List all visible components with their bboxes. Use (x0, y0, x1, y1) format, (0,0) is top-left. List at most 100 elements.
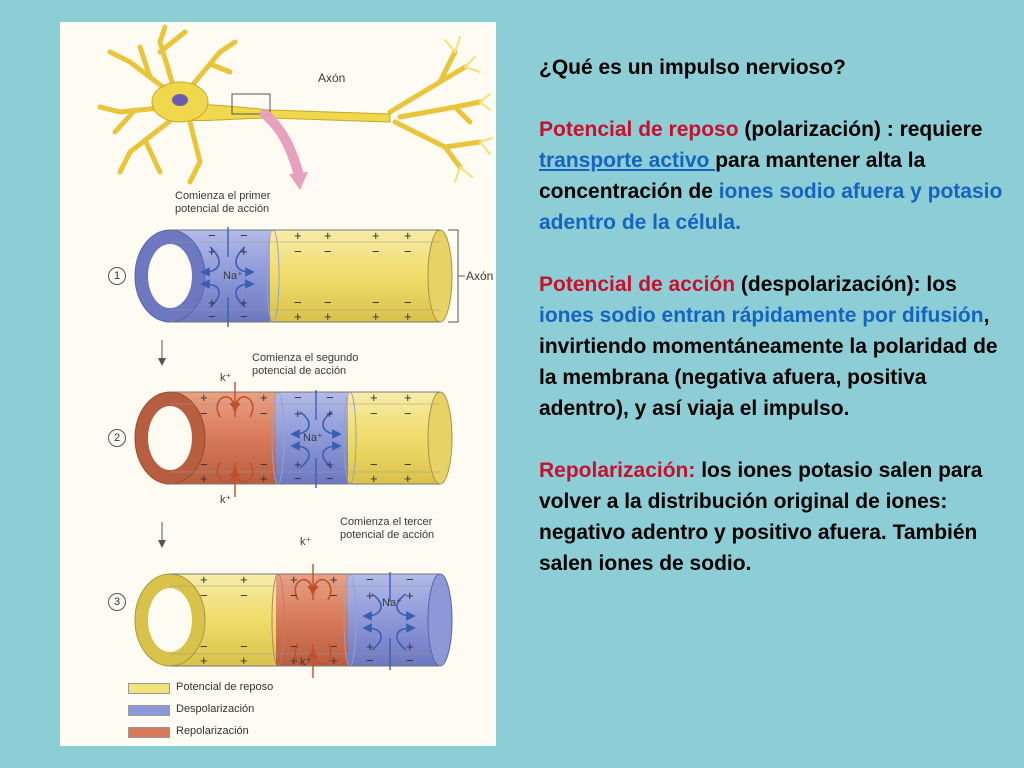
step3-caption-line2: potencial de acción (340, 529, 435, 541)
axon-side-label: Axón (466, 269, 494, 283)
svg-text:+: + (406, 639, 414, 654)
svg-text:+: + (372, 228, 380, 243)
svg-text:−: − (324, 244, 332, 259)
svg-text:+: + (406, 588, 414, 603)
svg-text:+: + (240, 653, 248, 668)
legend-label-despolarizacion: Despolarización (176, 703, 255, 715)
step2-caption: Comienza el segundo potencial de acción (252, 352, 358, 378)
transporte-activo-link[interactable]: transporte activo (539, 149, 716, 172)
svg-text:−: − (240, 639, 248, 654)
step-number-2: 2 (108, 429, 126, 447)
svg-text:−: − (200, 588, 208, 603)
svg-text:−: − (370, 406, 378, 421)
svg-text:−: − (294, 244, 302, 259)
svg-text:−: − (200, 639, 208, 654)
diagram-graphics: −−++++ ++−−−− ++−−−− −−++++ (97, 24, 493, 678)
svg-text:+: + (372, 309, 380, 324)
term-reposo: Potencial de reposo (539, 118, 739, 141)
svg-text:−: − (404, 244, 412, 259)
svg-text:+: + (294, 457, 302, 472)
term-repolarizacion: Repolarización: (539, 459, 696, 482)
legend-swatch-despolarizacion (128, 705, 170, 716)
svg-text:+: + (260, 471, 268, 486)
title-text: ¿Qué es un impulso nervioso? (539, 56, 846, 79)
svg-text:+: + (370, 471, 378, 486)
legend-swatch-reposo (128, 683, 170, 694)
step-number-1: 1 (108, 267, 126, 285)
accion-text-2: , invirtiendo momentáneamente la polarid… (539, 304, 998, 420)
axon-step-3: ++++−− −−−−++ −−−−++ ++++−− (134, 564, 453, 678)
svg-text:+: + (290, 572, 298, 587)
svg-text:+: + (324, 309, 332, 324)
reposo-text-1: (polarización) : requiere (738, 118, 983, 141)
neuron-illustration (97, 24, 493, 190)
svg-text:−: − (326, 390, 334, 405)
svg-text:−: − (324, 295, 332, 310)
svg-text:−: − (406, 572, 414, 587)
svg-text:−: − (330, 639, 338, 654)
svg-text:−: − (208, 309, 216, 324)
svg-text:+: + (326, 457, 334, 472)
term-accion: Potencial de acción (539, 273, 736, 296)
slide-title: ¿Qué es un impulso nervioso? (539, 52, 1009, 83)
svg-text:+: + (240, 295, 248, 310)
svg-text:−: − (294, 471, 302, 486)
svg-text:+: + (200, 390, 208, 405)
svg-text:−: − (370, 457, 378, 472)
svg-text:+: + (294, 406, 302, 421)
step-number-3: 3 (108, 593, 126, 611)
step3-caption: Comienza el tercer potencial de acción (340, 516, 434, 542)
legend-label-repolarizacion: Repolarización (176, 725, 249, 737)
svg-text:−: − (406, 653, 414, 668)
svg-text:−: − (200, 457, 208, 472)
svg-text:+: + (330, 572, 338, 587)
svg-text:−: − (240, 228, 248, 243)
neuron-diagram: −−++++ ++−−−− ++−−−− −−++++ (60, 22, 496, 746)
svg-text:+: + (366, 588, 374, 603)
k-ion-label-3b: k⁺ (300, 656, 312, 668)
svg-text:−: − (372, 295, 380, 310)
step1-caption-line1: Comienza el primer (175, 190, 271, 202)
k-ion-label-2a: k⁺ (220, 372, 232, 384)
svg-text:+: + (200, 653, 208, 668)
svg-text:−: − (366, 653, 374, 668)
svg-text:−: − (404, 295, 412, 310)
step2-caption-line2: potencial de acción (252, 365, 347, 377)
svg-text:−: − (372, 244, 380, 259)
svg-text:−: − (260, 406, 268, 421)
svg-text:−: − (200, 406, 208, 421)
svg-text:+: + (294, 228, 302, 243)
svg-text:−: − (290, 588, 298, 603)
svg-text:−: − (294, 390, 302, 405)
svg-text:−: − (208, 228, 216, 243)
na-ion-label-1: Na⁺ (223, 270, 243, 282)
svg-text:−: − (404, 406, 412, 421)
paragraph-accion: Potencial de acción (despolarización): l… (539, 269, 1009, 424)
svg-text:−: − (404, 457, 412, 472)
step2-caption-line1: Comienza el segundo (252, 352, 359, 364)
axon-step-2: ++−−++ −−++−− −−++−− ++−−++ (134, 382, 453, 548)
reposo-text-2: para mantener alta la concentración de (539, 149, 926, 203)
svg-text:+: + (260, 390, 268, 405)
axon-step-1: −−++++ ++−−−− ++−−−− −−++++ (134, 227, 465, 366)
explanation-text: ¿Qué es un impulso nervioso? Potencial d… (539, 52, 1009, 610)
paragraph-reposo: Potencial de reposo (polarización) : req… (539, 114, 1009, 238)
svg-text:−: − (294, 295, 302, 310)
legend-label-reposo: Potencial de reposo (176, 681, 274, 693)
svg-text:+: + (404, 390, 412, 405)
na-ion-label-3: Na⁺ (382, 597, 402, 609)
svg-text:+: + (290, 653, 298, 668)
svg-text:−: − (326, 471, 334, 486)
svg-text:+: + (200, 471, 208, 486)
accion-blue-text: iones sodio entran rápidamente por difus… (539, 304, 984, 327)
svg-text:+: + (324, 228, 332, 243)
svg-text:+: + (404, 471, 412, 486)
accion-text-1: (despolarización): los (735, 273, 957, 296)
repolarizacion-text: los iones potasio salen para volver a la… (539, 459, 983, 575)
svg-text:+: + (208, 295, 216, 310)
svg-text:+: + (200, 572, 208, 587)
svg-text:+: + (366, 639, 374, 654)
svg-text:+: + (240, 572, 248, 587)
legend-swatch-repolarizacion (128, 727, 170, 738)
reposo-blue-text: iones sodio afuera y potasio adentro de … (539, 180, 1003, 234)
